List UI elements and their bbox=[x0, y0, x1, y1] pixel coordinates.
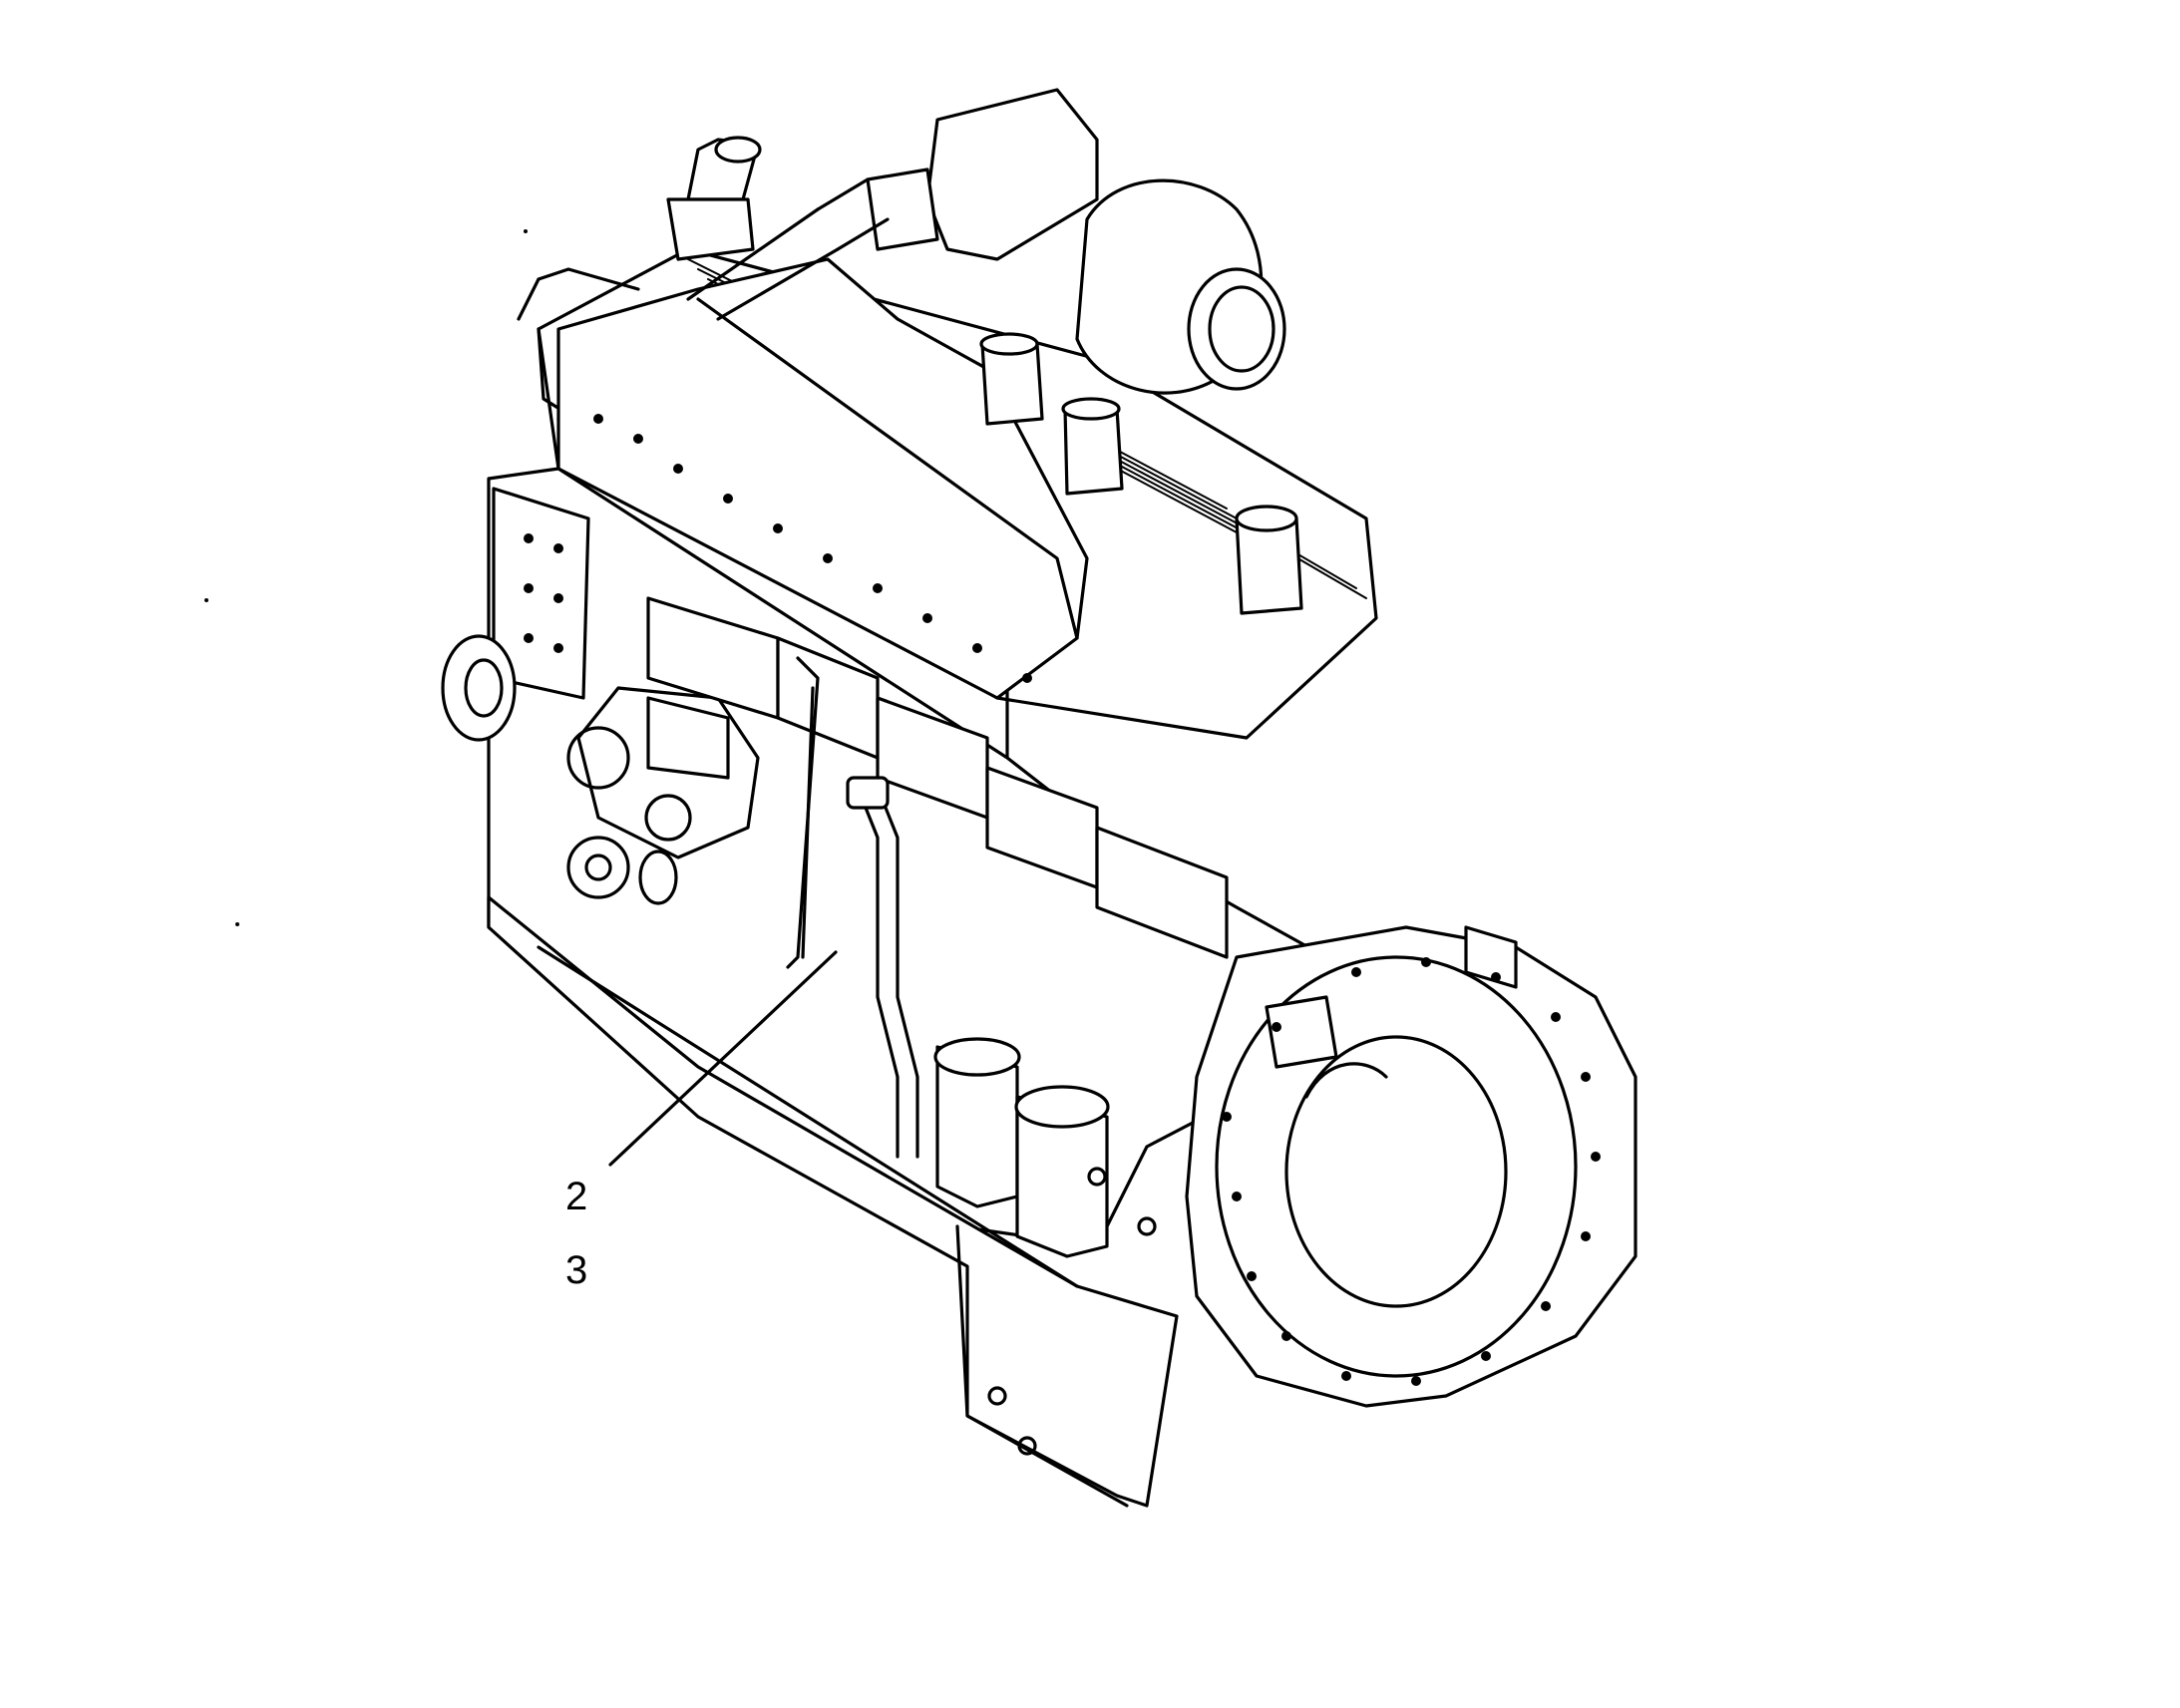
injector-caps bbox=[979, 332, 1303, 615]
callout-leader-line bbox=[608, 950, 838, 1167]
bolt-row bbox=[593, 414, 1032, 683]
stray-dot bbox=[235, 922, 239, 926]
callout-label-3: 3 bbox=[565, 1248, 588, 1292]
stray-dot bbox=[524, 229, 528, 233]
stray-dot bbox=[204, 598, 208, 602]
callout-label-2: 2 bbox=[565, 1175, 588, 1218]
housing-bolt-circle bbox=[1222, 957, 1601, 1386]
oil-filter bbox=[933, 1037, 1110, 1258]
elbow-pipe bbox=[517, 136, 762, 321]
engine-block bbox=[441, 247, 1378, 1508]
turbocharger bbox=[686, 88, 1286, 395]
flywheel-housing bbox=[1185, 925, 1637, 1408]
